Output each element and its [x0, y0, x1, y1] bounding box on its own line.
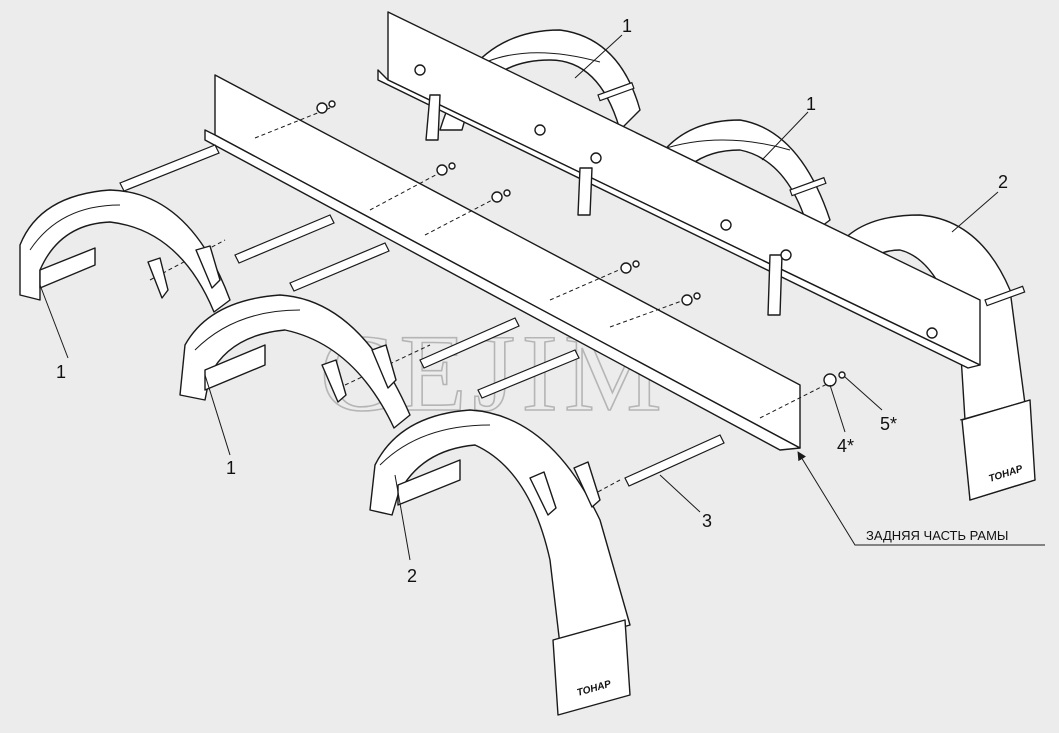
washers-and-nuts [316, 100, 846, 387]
rear-fender-2 [639, 119, 831, 236]
frame-label-group: ЗАДНЯЯ ЧАСТЬ РАМЫ [797, 451, 1045, 546]
callout-1-front-a: 1 [56, 362, 66, 382]
bracket-legs-rear [425, 94, 783, 316]
callout-3: 3 [702, 511, 712, 531]
callout-2-front: 2 [407, 566, 417, 586]
bolt-heads-rear [414, 64, 938, 339]
callout-1-rear-b: 1 [806, 94, 816, 114]
front-fender-1 [19, 189, 231, 313]
tie-rods [119, 144, 725, 487]
callout-numbers: 1 1 1 1 2 2 3 4* 5* [56, 16, 1008, 586]
callout-2-rear: 2 [998, 172, 1008, 192]
mounting-clamps [147, 245, 601, 516]
front-fender-3: ТОНАР [369, 409, 631, 716]
callout-5: 5* [880, 414, 897, 434]
callout-1-front-b: 1 [226, 458, 236, 478]
callout-leaders [39, 34, 999, 561]
front-frame-bracket [204, 74, 801, 451]
callout-4: 4* [837, 436, 854, 456]
rear-mount-rods [597, 81, 1026, 307]
rear-frame-bracket [377, 11, 981, 369]
frame-label: ЗАДНЯЯ ЧАСТЬ РАМЫ [866, 528, 1008, 543]
callout-1-rear-a: 1 [622, 16, 632, 36]
rear-fender-3: ТОНАР [829, 214, 1036, 501]
front-fender-2 [179, 294, 411, 429]
